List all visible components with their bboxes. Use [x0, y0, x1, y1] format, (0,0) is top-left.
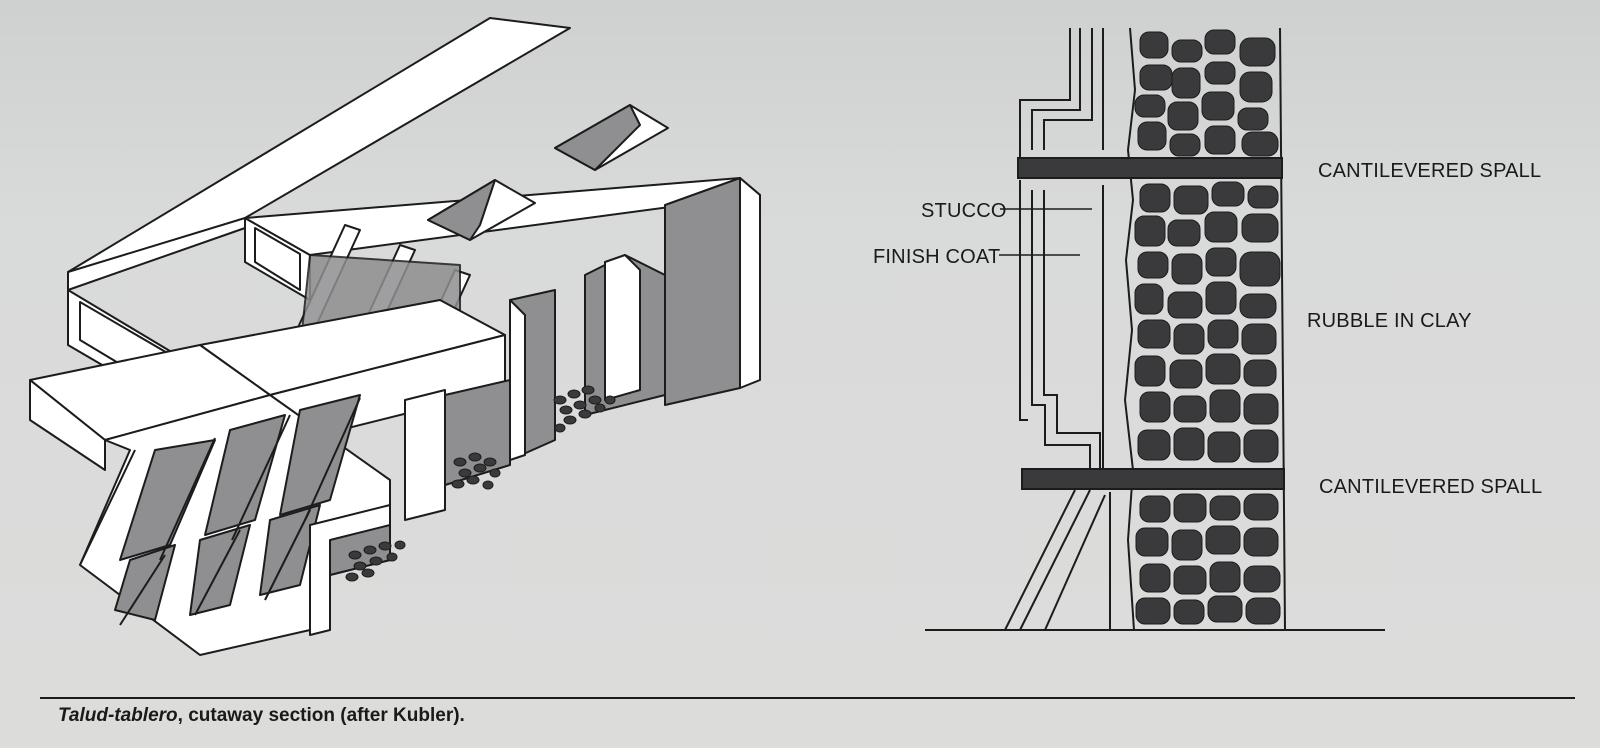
- talud-line-2: [1019, 489, 1091, 631]
- rear-wall-shade-1: [664, 177, 741, 406]
- lower-shade-e: [189, 524, 251, 616]
- rubble-cluster-2: [451, 452, 501, 490]
- mid-block-front: [404, 389, 446, 521]
- lower-shade-c: [279, 394, 361, 516]
- spall-bottom: [1021, 468, 1285, 490]
- talud-strut-l6: [194, 529, 241, 616]
- outer-profile-2: [1019, 180, 1028, 421]
- opening-large-shade: [554, 104, 641, 171]
- stucco-line-2: [1031, 190, 1091, 470]
- stucco-line: [1031, 28, 1081, 150]
- talud-strut-l2: [159, 437, 216, 561]
- caption-term: Talud-tablero: [58, 705, 178, 726]
- label-stucco: STUCCO: [921, 200, 1007, 222]
- finish-coat-line: [1043, 28, 1093, 150]
- talud-line-3: [1044, 494, 1106, 631]
- clay-edge-right: [1279, 27, 1286, 631]
- mid-wall-face: [509, 299, 526, 461]
- label-rubble-in-clay: RUBBLE IN CLAY: [1307, 310, 1472, 332]
- talud-strut-l4: [304, 397, 361, 521]
- cutaway-isometric: [29, 17, 761, 656]
- opening-small-shade: [427, 179, 496, 241]
- rubble-cluster-1: [553, 385, 616, 433]
- spall-top: [1017, 157, 1283, 179]
- caption-rest: , cutaway section (after Kubler).: [177, 705, 465, 726]
- rubble-stones: [1134, 29, 1281, 625]
- talud-strut-l7: [264, 509, 311, 601]
- wall-section: [925, 27, 1385, 631]
- finish-coat-line-2: [1043, 190, 1101, 470]
- label-cantilevered-spall-top: CANTILEVERED SPALL: [1318, 160, 1542, 182]
- lower-shade-b: [204, 414, 286, 536]
- talud-strut-l3: [231, 414, 291, 541]
- talud-strut-l1: [79, 449, 136, 566]
- rear-wall-face-2: [604, 254, 641, 401]
- caption-rule: [40, 697, 1575, 699]
- label-finish-coat: FINISH COAT: [873, 246, 1001, 268]
- label-cantilevered-spall-bottom: CANTILEVERED SPALL: [1319, 476, 1543, 498]
- lower-platform-front: [29, 379, 106, 471]
- rear-tablero-inset: [254, 227, 301, 291]
- outer-profile: [1019, 28, 1071, 160]
- talud-line-1: [1004, 489, 1076, 631]
- lower-shade-a: [119, 439, 216, 561]
- rubble-cluster-3: [345, 540, 406, 582]
- figure-caption: Talud-tablero, cutaway section (after Ku…: [58, 705, 465, 727]
- clay-edge: [1123, 27, 1137, 631]
- talud-strut-l5: [119, 554, 166, 626]
- rear-wall-face-1: [739, 177, 761, 389]
